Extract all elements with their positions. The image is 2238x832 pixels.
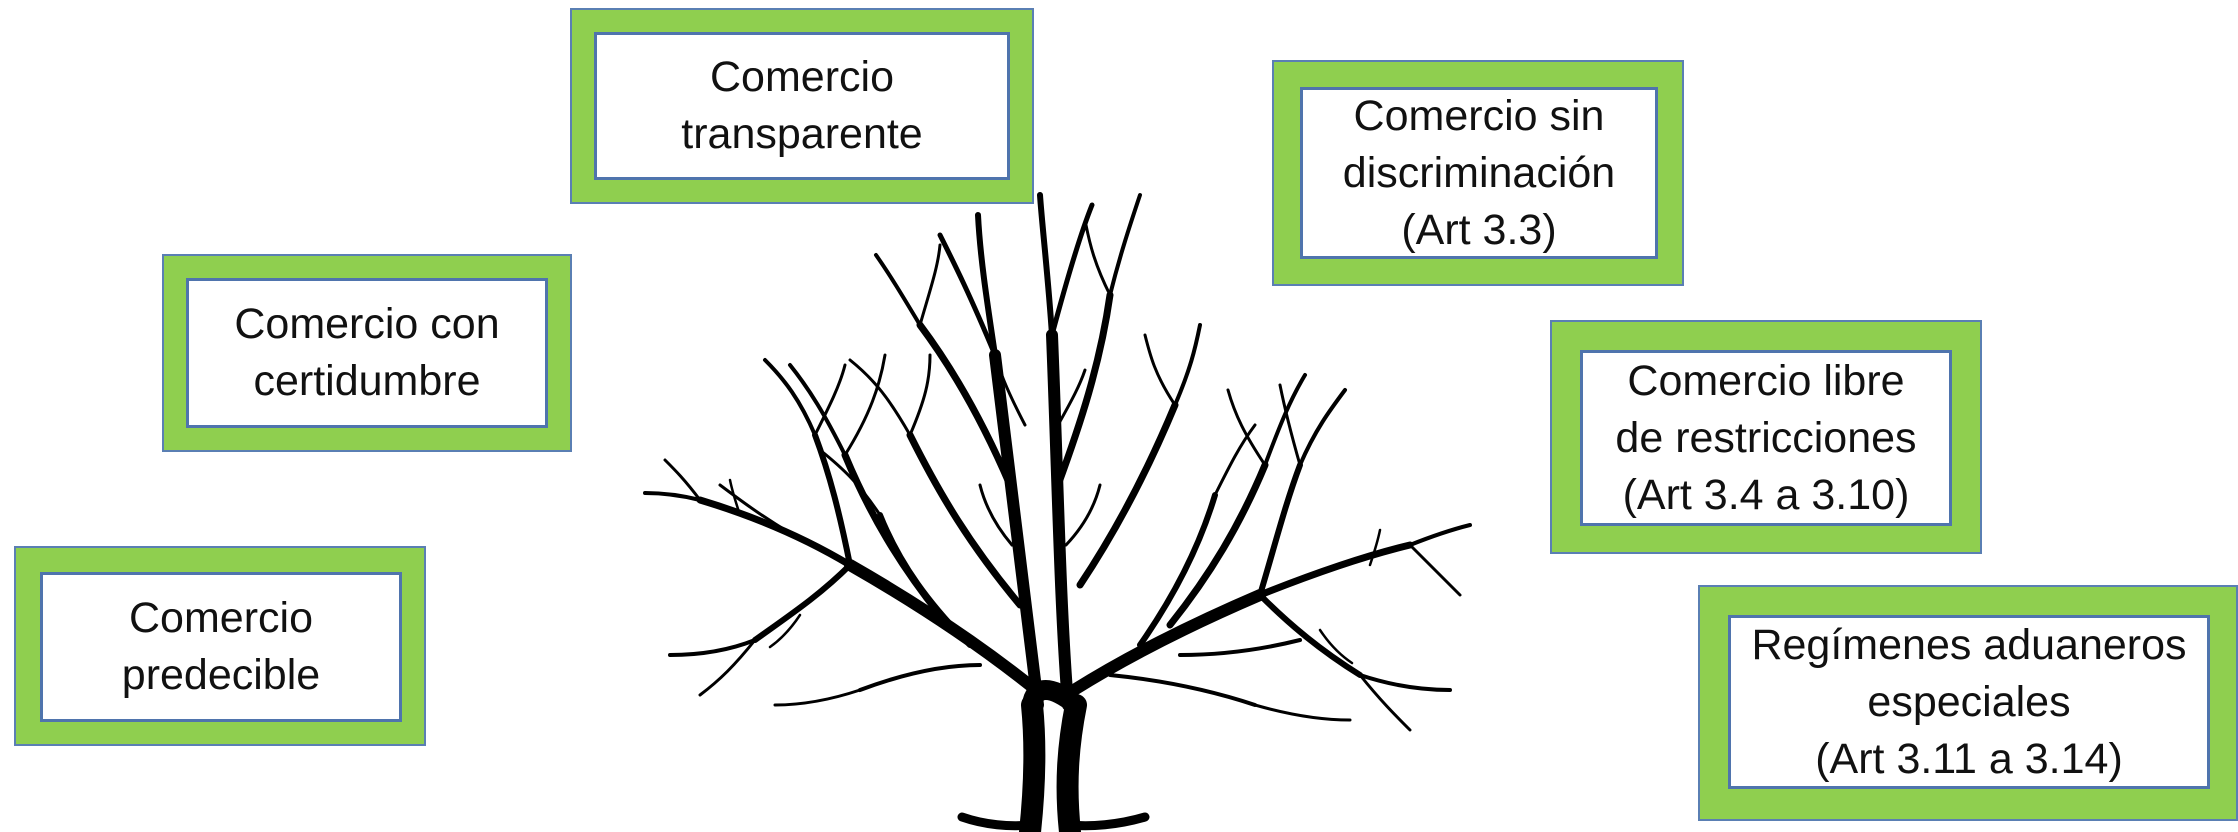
box-comercio-con-certidumbre-line-2: certidumbre xyxy=(253,357,481,405)
box-comercio-libre-de-restricciones-line-3: (Art 3.4 a 3.10) xyxy=(1622,470,1910,519)
box-comercio-sin-discriminacion-line-1: Comercio sin xyxy=(1353,91,1605,140)
box-comercio-transparente-inner: Comercio transparente xyxy=(594,32,1010,180)
box-comercio-sin-discriminacion-inner: Comercio sin discriminación (Art 3.3) xyxy=(1300,87,1658,259)
box-regimenes-aduaneros-especiales-line-1: Regímenes aduaneros xyxy=(1751,620,2187,669)
box-comercio-transparente-line-1: Comercio xyxy=(710,53,894,101)
tree-icon xyxy=(643,192,1472,832)
box-comercio-transparente: Comercio transparente xyxy=(570,8,1034,204)
box-comercio-predecible-line-1: Comercio xyxy=(129,594,313,642)
box-regimenes-aduaneros-especiales-line-2: especiales xyxy=(1867,677,2071,726)
box-regimenes-aduaneros-especiales: Regímenes aduaneros especiales (Art 3.11… xyxy=(1698,585,2238,821)
box-comercio-con-certidumbre: Comercio con certidumbre xyxy=(162,254,572,452)
box-comercio-libre-de-restricciones-line-1: Comercio libre xyxy=(1627,356,1905,405)
box-comercio-libre-de-restricciones: Comercio libre de restricciones (Art 3.4… xyxy=(1550,320,1982,554)
box-comercio-con-certidumbre-inner: Comercio con certidumbre xyxy=(186,278,548,428)
box-comercio-sin-discriminacion: Comercio sin discriminación (Art 3.3) xyxy=(1272,60,1684,286)
box-regimenes-aduaneros-especiales-line-3: (Art 3.11 a 3.14) xyxy=(1815,734,2123,783)
box-comercio-predecible-inner: Comercio predecible xyxy=(40,572,402,722)
box-comercio-predecible: Comercio predecible xyxy=(14,546,426,746)
box-comercio-transparente-line-2: transparente xyxy=(681,110,923,158)
box-comercio-libre-de-restricciones-inner: Comercio libre de restricciones (Art 3.4… xyxy=(1580,350,1952,526)
box-comercio-con-certidumbre-line-1: Comercio con xyxy=(234,300,500,348)
box-comercio-predecible-line-2: predecible xyxy=(121,651,321,699)
box-regimenes-aduaneros-especiales-inner: Regímenes aduaneros especiales (Art 3.11… xyxy=(1728,615,2210,789)
box-comercio-libre-de-restricciones-line-2: de restricciones xyxy=(1615,413,1917,462)
box-comercio-sin-discriminacion-line-3: (Art 3.3) xyxy=(1401,205,1557,254)
box-comercio-sin-discriminacion-line-2: discriminación xyxy=(1342,148,1616,197)
